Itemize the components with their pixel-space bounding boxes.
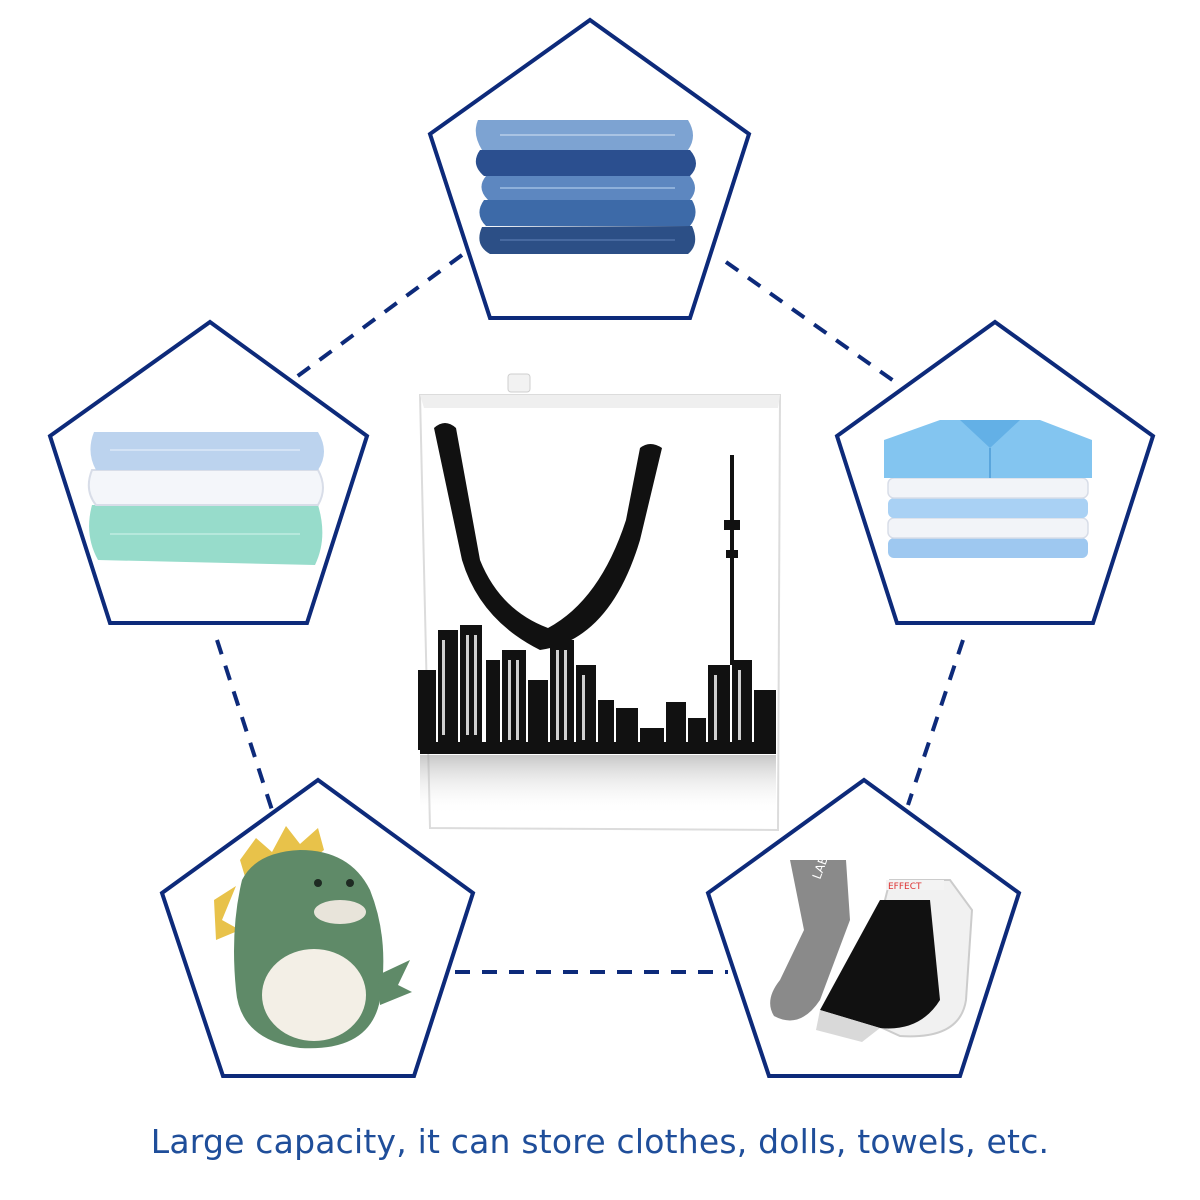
- dashed-connectors: [215, 253, 965, 974]
- pentagon-socks: LAB EFFECT: [705, 777, 1022, 1078]
- capacity-caption: Large capacity, it can store clothes, do…: [150, 1122, 1050, 1161]
- pentagon-towels: [47, 319, 370, 625]
- folded-towels-stack-icon: [87, 432, 324, 565]
- skyline-windows: [442, 635, 741, 740]
- folded-shirts-stack-icon: [884, 420, 1092, 558]
- dinosaur-plush-toy-icon: [214, 826, 412, 1049]
- socks-icon: LAB EFFECT: [770, 854, 974, 1042]
- svg-text:EFFECT: EFFECT: [888, 882, 922, 892]
- laundry-hamper-city-skyline-icon: [418, 373, 782, 832]
- pentagon-plush: [159, 777, 476, 1078]
- pentagon-jeans: [427, 17, 752, 320]
- folded-jeans-stack-icon: [475, 120, 696, 254]
- pentagon-shirts: [834, 319, 1156, 625]
